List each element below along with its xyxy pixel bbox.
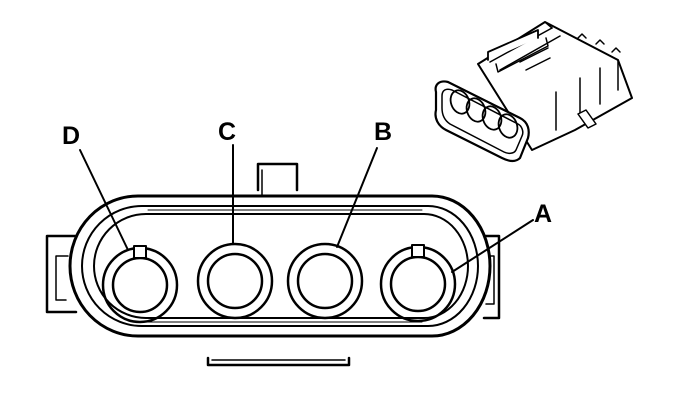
top-locking-tab	[256, 162, 299, 197]
terminal-b	[286, 242, 364, 320]
connector-3d-latch	[487, 29, 551, 73]
leader-line-a	[451, 219, 534, 273]
pin-label-a: A	[534, 200, 552, 228]
left-end-bracket	[45, 234, 78, 314]
terminal-d	[101, 245, 179, 324]
pin-label-c: C	[218, 118, 236, 146]
leader-line-d	[79, 149, 129, 251]
terminal-c	[196, 242, 274, 320]
connector-3d-view	[434, 21, 633, 163]
pin-label-d: D	[62, 122, 80, 150]
inner-shell	[81, 205, 479, 327]
outer-housing	[68, 194, 492, 338]
connector-face-view	[45, 144, 534, 367]
inner-cavity	[93, 213, 469, 319]
pin-label-b: B	[374, 118, 392, 146]
bottom-rail	[206, 356, 351, 367]
leader-line-b	[336, 147, 378, 248]
connector-3d-clip	[577, 109, 597, 129]
terminal-a	[379, 244, 457, 323]
